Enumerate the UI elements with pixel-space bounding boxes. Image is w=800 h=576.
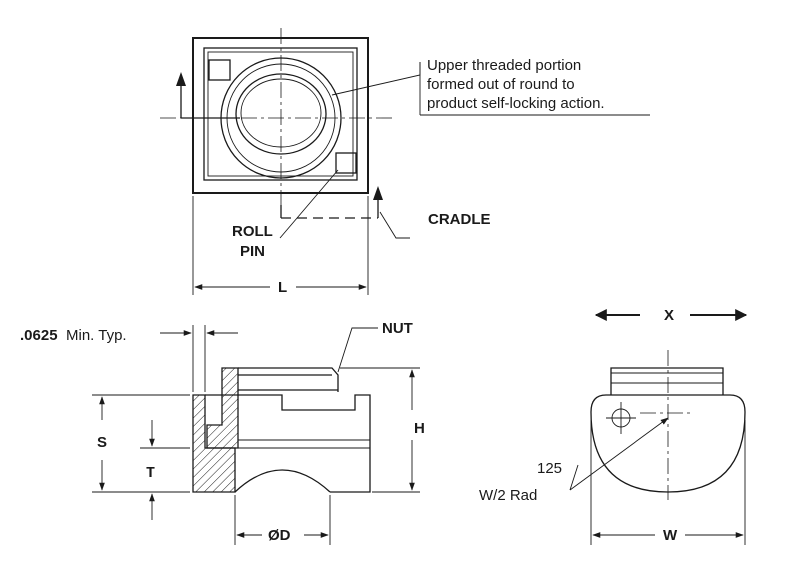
roll-label: ROLL bbox=[232, 223, 273, 240]
note-line-3: product self-locking action. bbox=[427, 95, 605, 112]
note-line-2: formed out of round to bbox=[427, 76, 575, 93]
min-thickness-text: Min. Typ. bbox=[66, 327, 127, 344]
out-of-round-note: Upper threaded portion formed out of rou… bbox=[427, 57, 605, 112]
cradle-label: CRADLE bbox=[428, 211, 491, 228]
note-line-1: Upper threaded portion bbox=[427, 57, 581, 74]
nut-label: NUT bbox=[382, 320, 413, 337]
radius-value: 125 bbox=[537, 460, 562, 477]
end-view bbox=[569, 309, 748, 545]
length-label: L bbox=[278, 279, 287, 296]
section-view bbox=[92, 325, 420, 545]
s-label: S bbox=[97, 434, 107, 451]
w-label: W bbox=[663, 527, 678, 544]
radius-text: W/2 Rad bbox=[479, 487, 537, 504]
t-label: T bbox=[146, 465, 155, 482]
x-label: X bbox=[664, 307, 674, 324]
min-thickness-value: .0625 bbox=[20, 327, 58, 344]
top-view bbox=[160, 28, 650, 295]
diameter-label: ØD bbox=[268, 527, 291, 544]
h-label: H bbox=[414, 420, 425, 437]
pin-label: PIN bbox=[240, 243, 265, 260]
